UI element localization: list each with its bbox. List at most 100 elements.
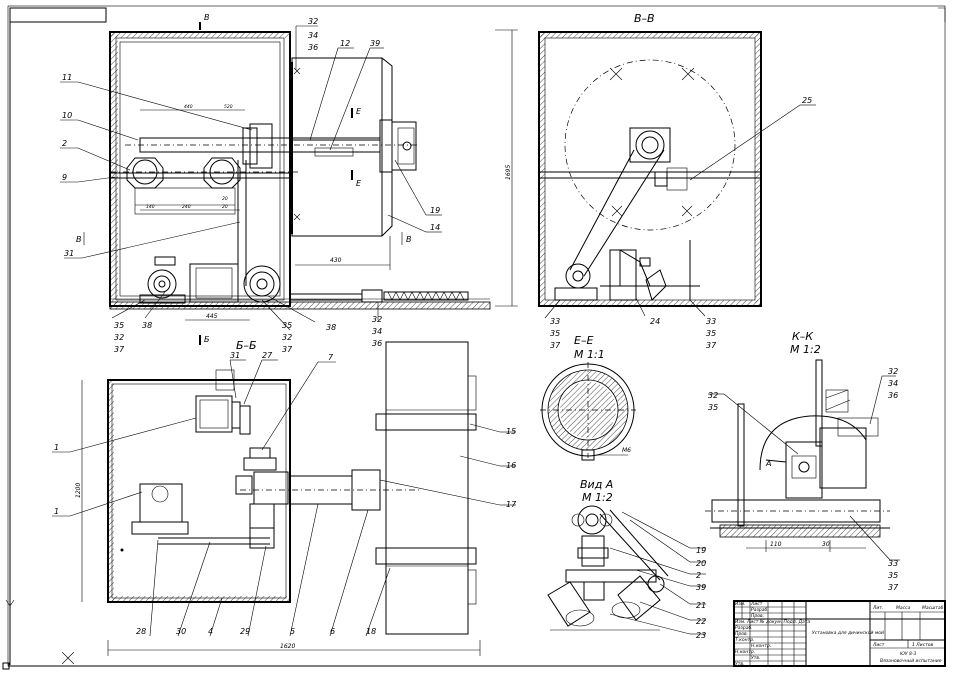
title-role-nkontr: Н.контр. xyxy=(751,643,771,649)
callout-1-a: 1 xyxy=(54,443,59,452)
title-sheets: 1 Листов xyxy=(912,642,933,648)
dim-1200: 1200 xyxy=(75,483,82,498)
callout-37-vr: 37 xyxy=(706,341,717,350)
title-role-prov: Пров. xyxy=(751,613,764,619)
title-group: Вязановочный испытание xyxy=(880,658,942,664)
callout-35-l: 35 xyxy=(114,321,124,330)
dim-20b: 20 xyxy=(222,204,228,210)
callout-14: 14 xyxy=(430,223,440,232)
callout-7: 7 xyxy=(328,353,334,362)
callout-18: 18 xyxy=(366,627,376,636)
callout-10: 10 xyxy=(62,111,72,120)
section-title-b-b: Б–Б xyxy=(236,339,257,352)
title-org: ЮУ 8-3 xyxy=(900,651,917,657)
callout-19-a: 19 xyxy=(696,546,706,555)
callout-4: 4 xyxy=(208,627,213,636)
title-doc: Установка для дичинской мой xyxy=(812,630,884,636)
title-row-prov: Пров. xyxy=(735,631,748,637)
dim-110: 110 xyxy=(770,541,782,548)
title-role-razrab: Разраб. xyxy=(751,607,769,613)
plan-view-leaders xyxy=(52,359,516,637)
title-col-scale: Масштаб xyxy=(922,605,944,611)
callout-15: 15 xyxy=(506,427,516,436)
section-scale-vid-a: М 1:2 xyxy=(582,491,613,504)
plan-view xyxy=(81,341,481,656)
title-col-lit: Лит. xyxy=(872,605,883,611)
callout-32-r: 32 xyxy=(372,315,382,324)
callout-29: 29 xyxy=(240,627,250,636)
callout-37-m: 37 xyxy=(282,345,293,354)
section-k-k-leaders xyxy=(708,375,900,561)
section-title-k-k: К–К xyxy=(792,330,814,343)
title-row-tkontr: Т.контр. xyxy=(735,637,755,643)
callout-27: 27 xyxy=(262,351,273,360)
section-e-e xyxy=(540,362,636,461)
callout-35-vl: 35 xyxy=(550,329,560,338)
title-role-list: Лист xyxy=(750,601,763,607)
dim-520: 520 xyxy=(224,104,233,110)
title-row-razrab: Разраб. xyxy=(735,625,753,631)
callout-9: 9 xyxy=(62,173,67,182)
callout-39-a: 39 xyxy=(696,583,706,592)
labels: В–В Б–Б Е–Е М 1:1 Вид А М 1:2 К–К М 1:2 … xyxy=(54,12,944,667)
section-title-vid-a: Вид А xyxy=(580,478,613,491)
callout-35-kk: 35 xyxy=(888,571,898,580)
callout-32-m: 32 xyxy=(282,333,292,342)
callout-20: 20 xyxy=(696,559,706,568)
view-b-b-leaders xyxy=(544,104,816,319)
callout-23: 23 xyxy=(696,631,706,640)
title-role-izm: Изм. xyxy=(735,601,746,607)
section-title-e-e: Е–Е xyxy=(574,334,593,347)
callout-34-main: 34 xyxy=(308,31,318,40)
callout-37-kk: 37 xyxy=(888,583,899,592)
callout-1-b: 1 xyxy=(54,507,59,516)
title-sheet: Лист xyxy=(872,642,885,648)
callout-38-m: 38 xyxy=(326,323,336,332)
title-row-nkontr: Н.контр. xyxy=(735,649,755,655)
callout-32-k: 32 xyxy=(708,391,718,400)
title-row-header: Изм. Лист № докум. Подп. Дата xyxy=(735,619,810,625)
front-view xyxy=(83,22,518,345)
mark-v-top: В xyxy=(204,13,210,22)
mark-a-arrow: А xyxy=(765,459,771,468)
view-a xyxy=(547,505,669,631)
callout-32-kk: 32 xyxy=(888,367,898,376)
mark-b-bottom: Б xyxy=(204,335,210,344)
callout-31-b: 31 xyxy=(230,351,240,360)
callout-32-l: 32 xyxy=(114,333,124,342)
dim-30: 30 xyxy=(822,541,830,548)
section-scale-e-e: М 1:1 xyxy=(574,348,605,361)
callout-36-kk: 36 xyxy=(888,391,898,400)
callout-39: 39 xyxy=(370,39,380,48)
callout-28: 28 xyxy=(136,627,146,636)
mark-e-top: Е xyxy=(356,107,362,116)
callout-24: 24 xyxy=(650,317,660,326)
callout-33-kk: 33 xyxy=(888,559,898,568)
callout-32-main: 32 xyxy=(308,17,318,26)
callout-17: 17 xyxy=(506,500,517,509)
callout-37-l: 37 xyxy=(114,345,125,354)
callout-2: 2 xyxy=(62,139,67,148)
mark-e-bottom: Е xyxy=(356,179,362,188)
callout-16: 16 xyxy=(506,461,516,470)
title-block xyxy=(733,600,946,667)
callout-38-l: 38 xyxy=(142,321,152,330)
callout-22: 22 xyxy=(696,617,706,626)
front-view-leaders xyxy=(60,25,442,331)
dim-240: 240 xyxy=(182,204,191,210)
dim-20a: 20 xyxy=(222,196,228,202)
callout-30: 30 xyxy=(176,627,186,636)
callout-11: 11 xyxy=(62,73,72,82)
callout-35-vr: 35 xyxy=(706,329,716,338)
callout-2-a: 2 xyxy=(696,571,701,580)
callout-34-kk: 34 xyxy=(888,379,898,388)
dim-1620: 1620 xyxy=(280,643,295,650)
dim-1695: 1695 xyxy=(505,165,512,180)
callout-6: 6 xyxy=(330,627,335,636)
dim-430: 430 xyxy=(330,257,342,264)
callout-31: 31 xyxy=(64,249,74,258)
dim-445: 445 xyxy=(206,313,218,320)
title-role-utv: Утв. xyxy=(751,655,760,661)
callout-36-main: 36 xyxy=(308,43,318,52)
